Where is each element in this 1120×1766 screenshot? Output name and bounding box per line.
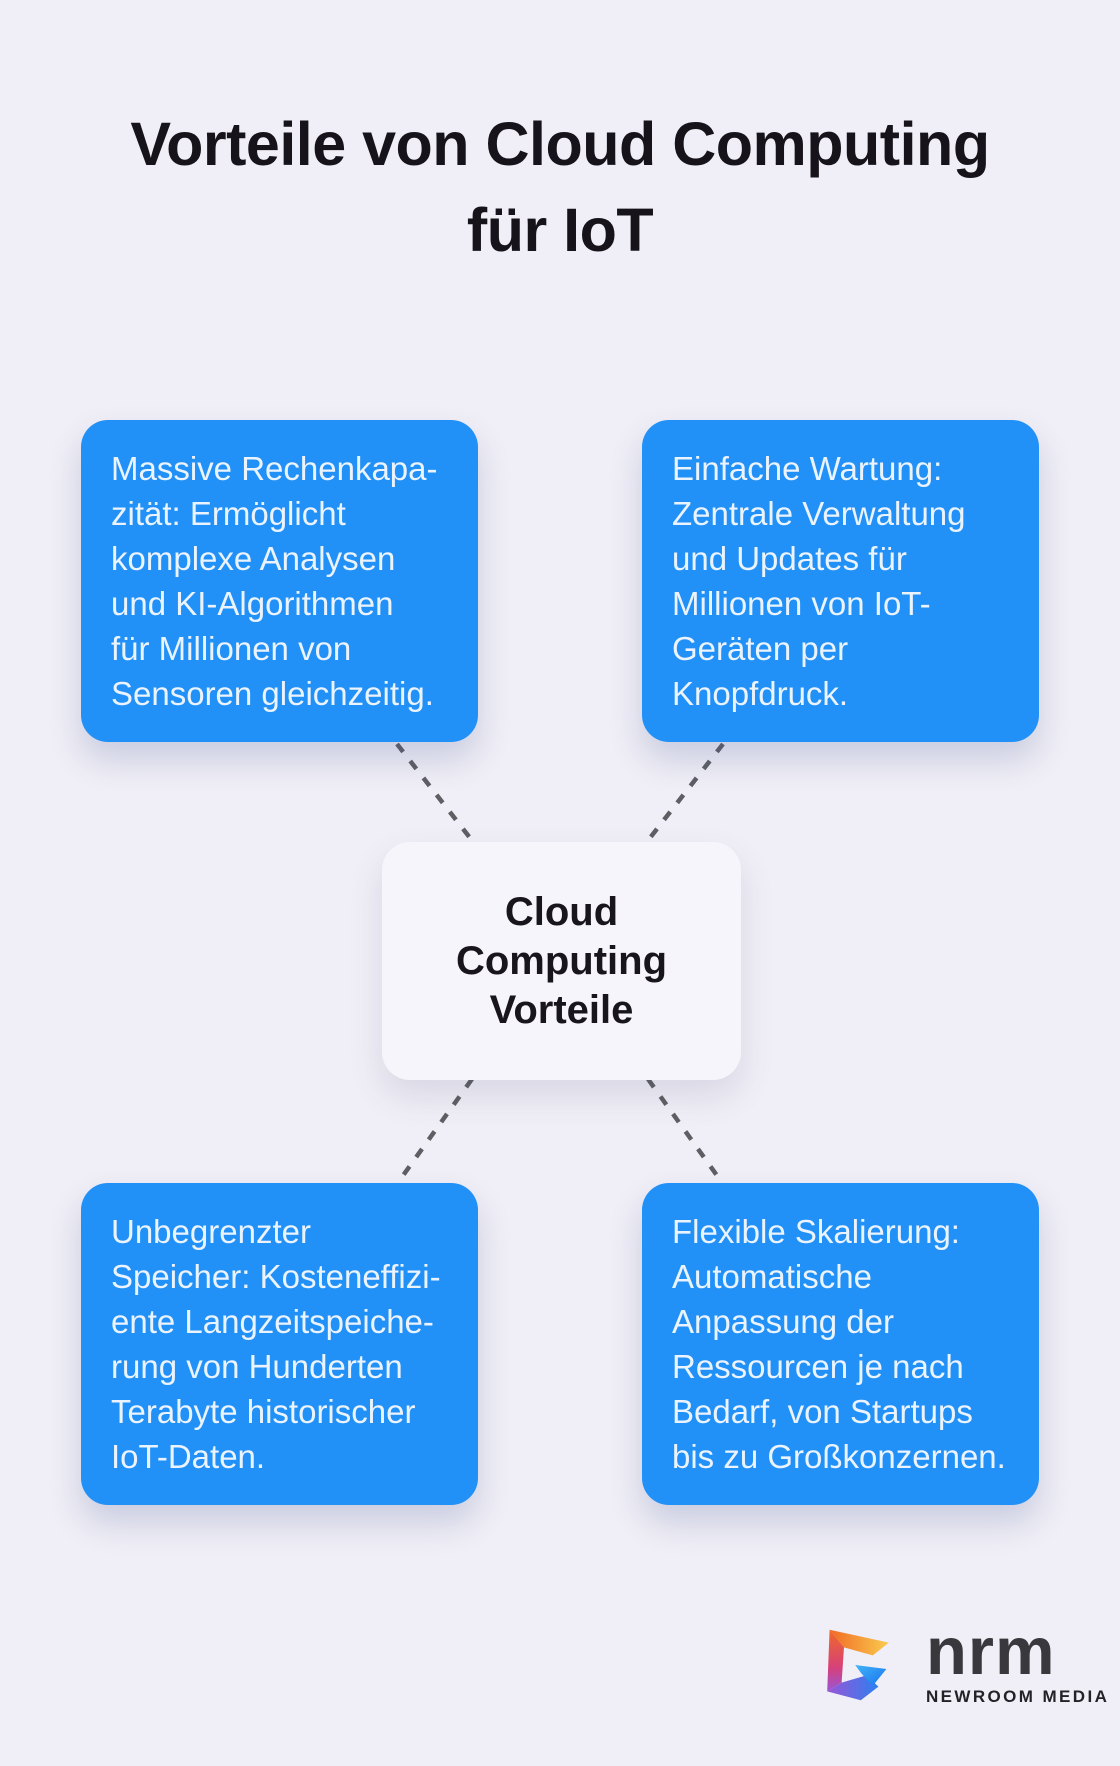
center-node: Cloud Computing Vorteile [382,842,741,1080]
logo-mark-chevron [855,1665,887,1686]
newroom-media-logo-icon [827,1629,889,1701]
logo-mark-bottom-stroke [827,1675,879,1701]
benefit-card-skalierung: Flexible Skalierung: Automatische Anpass… [642,1183,1039,1505]
connector-bottom-left [395,1077,474,1186]
center-node-label: Cloud Computing Vorteile [455,889,668,1032]
logo-tagline: NEWROOM MEDIA [926,1687,1110,1706]
logo-text: nrm [926,1614,1056,1689]
logo-mark-left-stroke [827,1629,844,1692]
connector-top-left [395,742,476,845]
benefit-card-speicher-text: Unbegrenzter Speicher: Kosteneffizi- ent… [111,1213,441,1475]
logo-mark-top-stroke [829,1629,889,1656]
benefit-card-wartung-text: Einfache Wartung: Zentrale Verwaltung un… [672,450,966,712]
benefit-card-wartung: Einfache Wartung: Zentrale Verwaltung un… [642,420,1039,742]
connector-top-right [644,742,725,845]
benefit-card-rechenkapazitaet-text: Massive Rechenkapa- zität: Ermöglicht ko… [111,450,438,712]
benefit-card-rechenkapazitaet: Massive Rechenkapa- zität: Ermöglicht ko… [81,420,478,742]
benefit-card-speicher: Unbegrenzter Speicher: Kosteneffizi- ent… [81,1183,478,1505]
benefit-card-skalierung-text: Flexible Skalierung: Automatische Anpass… [672,1213,1006,1475]
page-title: Vorteile von Cloud Computing für IoT [130,110,990,264]
footer-logo-text-column: nrm NEWROOM MEDIA [926,1614,1110,1707]
footer-logo: nrm NEWROOM MEDIA [820,1614,1110,1707]
connector-bottom-right [646,1077,725,1186]
